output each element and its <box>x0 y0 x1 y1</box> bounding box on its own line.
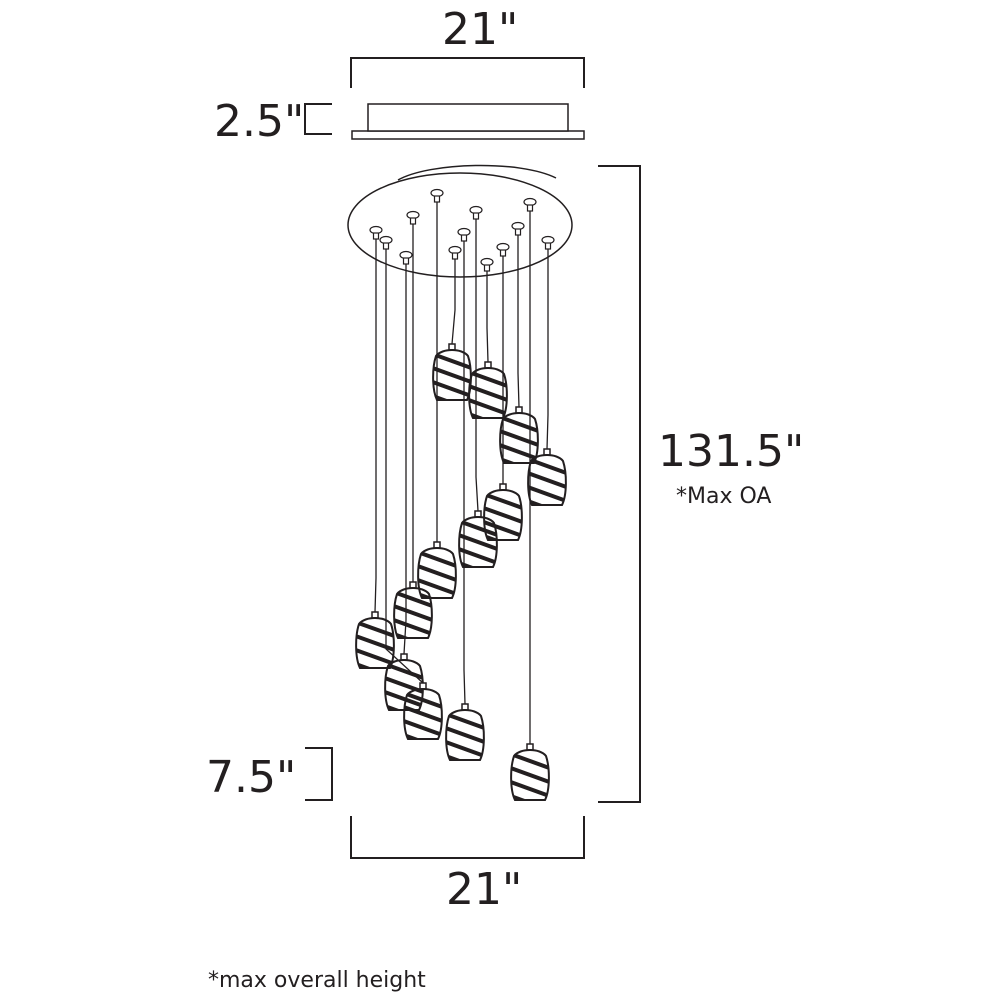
pendant-cord <box>486 271 489 363</box>
pendant-cord <box>517 235 520 408</box>
pendant <box>412 188 462 611</box>
pendant-cord <box>463 241 466 705</box>
pendant <box>379 235 448 752</box>
pendant-cord <box>403 264 407 655</box>
swirl-glass-shade <box>505 744 555 812</box>
overall-height-note: *Max OA <box>676 484 772 509</box>
canopy-side-view <box>351 130 585 140</box>
pendant <box>453 205 503 580</box>
overall-height-bracket <box>598 165 641 803</box>
pendant-cord <box>475 219 479 512</box>
shade-height-label: 7.5" <box>206 752 297 803</box>
pendant-cord <box>374 239 377 613</box>
pendant <box>350 225 400 681</box>
pendants <box>350 188 572 813</box>
canopy-height-label: 2.5" <box>214 96 305 147</box>
pendant <box>522 235 572 518</box>
swirl-glass-shade <box>350 612 400 680</box>
pendant <box>494 221 544 476</box>
bottom-width-bracket <box>350 816 585 859</box>
shade-height-bracket <box>305 747 333 801</box>
canopy-height-bracket <box>304 103 332 135</box>
swirl-glass-shade <box>440 704 490 772</box>
pendant-cord <box>385 249 424 684</box>
bottom-width-label: 21" <box>446 864 523 915</box>
pendant <box>379 250 429 723</box>
pendant <box>388 210 438 651</box>
canopy-plate <box>347 164 573 278</box>
pendant <box>440 227 490 773</box>
pendant <box>427 245 477 413</box>
pendant <box>478 242 528 553</box>
swirl-glass-shade <box>388 582 438 650</box>
swirl-glass-shade <box>453 511 503 579</box>
footnote: *max overall height <box>208 968 426 993</box>
pendant <box>463 257 513 431</box>
pendant-cord <box>451 259 456 345</box>
top-width-bracket <box>350 57 585 88</box>
overall-height-label: 131.5" <box>658 426 805 477</box>
pendant-cord <box>546 249 549 450</box>
pendant <box>505 197 555 813</box>
top-width-label: 21" <box>442 4 519 55</box>
